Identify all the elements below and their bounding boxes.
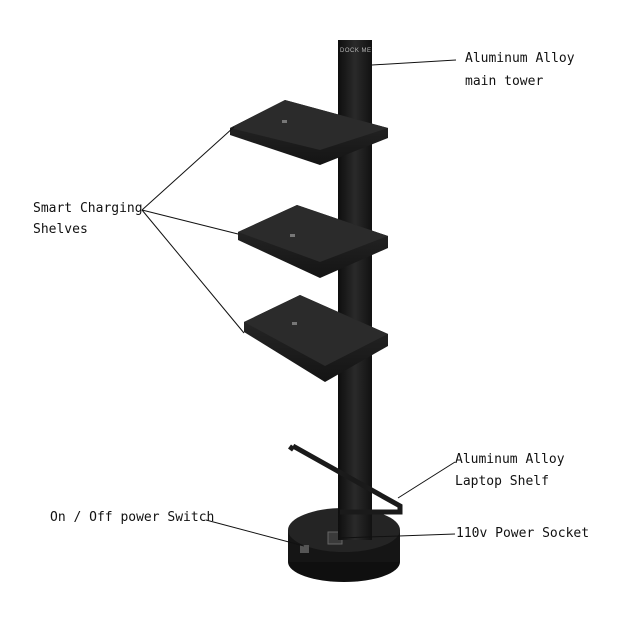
tower-label-line2: main tower [465, 74, 544, 89]
charging-shelf-top [230, 100, 388, 165]
power-switch [300, 545, 309, 553]
shelf-bottom-leader-line [141, 209, 245, 334]
leader-lines [141, 59, 457, 547]
tower-label-line1: Aluminum Alloy [465, 51, 575, 66]
tower-brand-text: DOCK ME [340, 48, 372, 54]
shelves-label-line2: Shelves [33, 222, 88, 237]
switch-label: On / Off power Switch [50, 510, 215, 525]
laptop-label-line1: Aluminum Alloy [455, 452, 565, 467]
shelves-label-line1: Smart Charging [33, 201, 143, 216]
socket-leader-line [339, 533, 456, 539]
shelf-middle-leader-line [141, 209, 239, 235]
charging-shelf-bottom [244, 295, 388, 382]
laptop-label-line2: Laptop Shelf [455, 474, 549, 489]
laptop-shelf [288, 443, 403, 515]
main-tower [338, 40, 372, 540]
laptop-shelf-leader-line [397, 461, 456, 499]
charging-shelf-middle [238, 205, 388, 278]
switch-leader-line [205, 519, 305, 547]
shelf-top-leader-line [141, 126, 235, 211]
tower-leader-line [371, 59, 457, 66]
socket-label: 110v Power Socket [456, 526, 590, 541]
